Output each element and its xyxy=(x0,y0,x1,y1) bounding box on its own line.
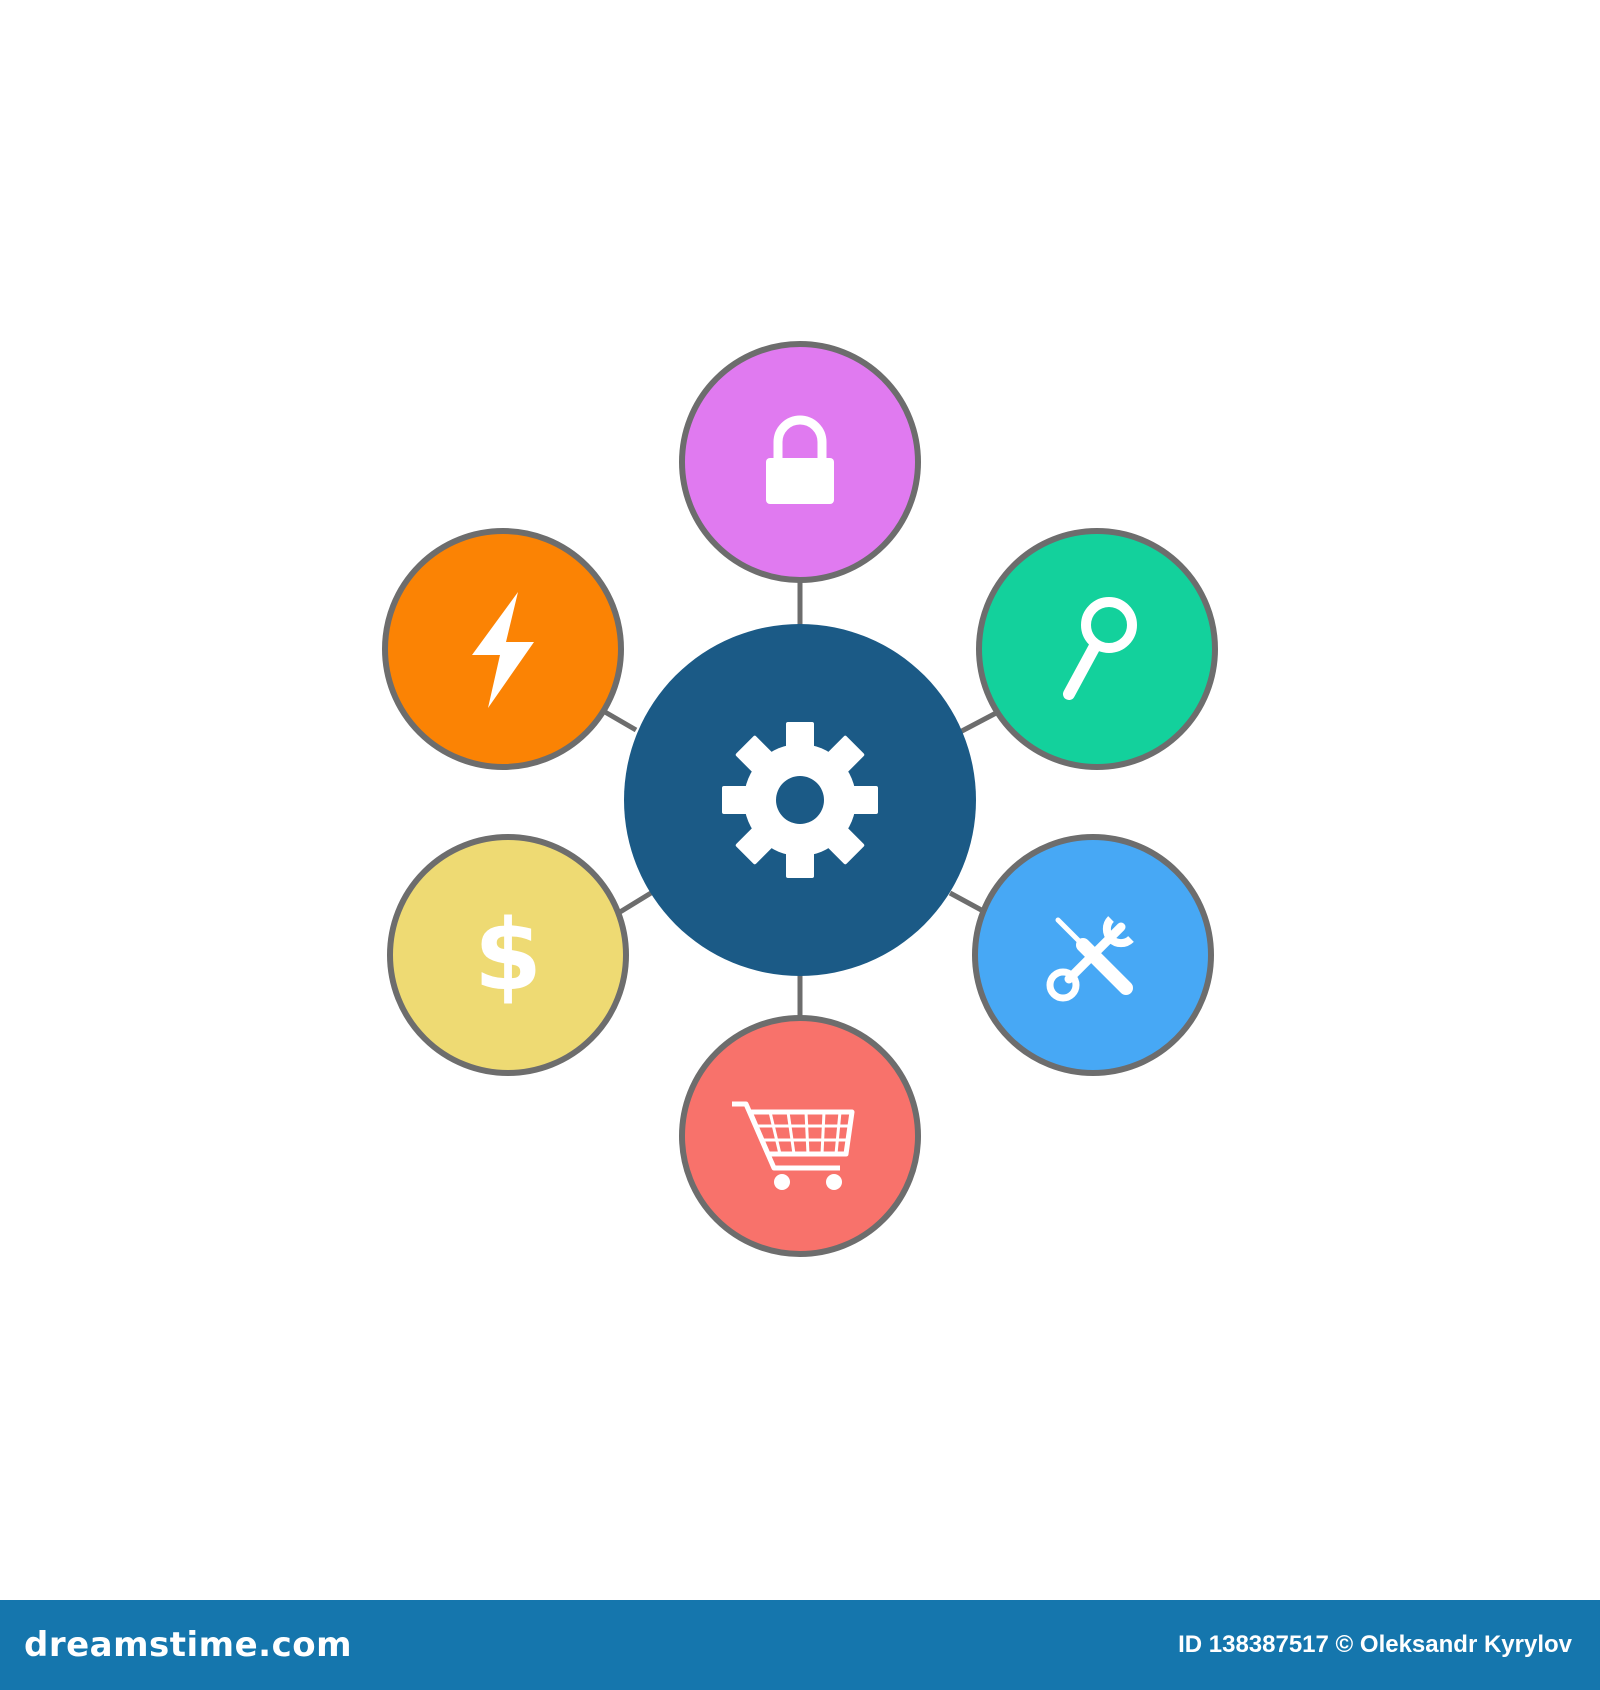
connector-search xyxy=(958,709,1000,735)
node-security xyxy=(679,341,921,583)
node-finance: $ xyxy=(387,834,629,1076)
footer-bar: dreamstime.com ID 138387517 © Oleksandr … xyxy=(0,1600,1600,1690)
lightning-icon xyxy=(472,592,534,708)
hub-diagram: $ xyxy=(382,341,1218,1257)
image-credit: ID 138387517 © Oleksandr Kyrylov xyxy=(1178,1631,1572,1658)
connector-tools xyxy=(948,890,987,915)
node-energy xyxy=(382,528,624,770)
hub xyxy=(624,624,976,976)
connector-energy xyxy=(603,709,638,733)
wrench-screwdriver-icon xyxy=(1046,916,1134,1002)
shopping-cart-icon xyxy=(732,1101,855,1190)
dollar-icon: $ xyxy=(474,899,542,1013)
node-shopping xyxy=(679,1015,921,1257)
node-search xyxy=(976,528,1218,770)
padlock-icon xyxy=(766,415,834,504)
connector-finance xyxy=(618,890,653,915)
magnifier-icon xyxy=(1063,597,1137,700)
node-finance-circle xyxy=(387,834,629,1076)
node-shopping-circle xyxy=(679,1015,921,1257)
gear-icon xyxy=(722,722,878,878)
node-tools xyxy=(972,834,1214,1076)
brand-logo[interactable]: dreamstime.com xyxy=(24,1625,353,1665)
connectors xyxy=(603,580,1000,1018)
